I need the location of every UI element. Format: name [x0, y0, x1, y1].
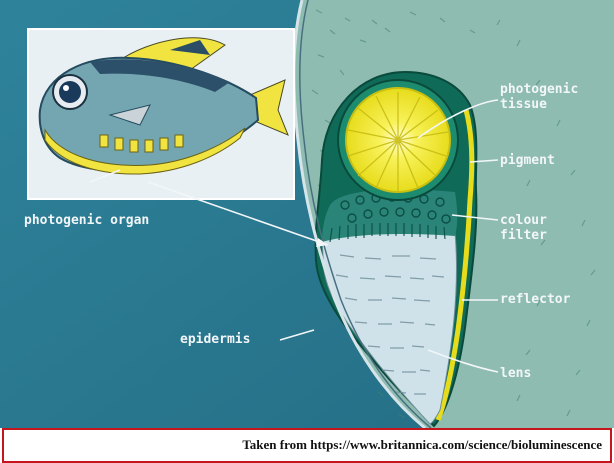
label-pigment: pigment: [500, 153, 555, 168]
label-photogenic-organ: photogenic organ: [24, 213, 149, 228]
label-photogenic-tissue: photogenic tissue: [500, 82, 578, 112]
source-caption: Taken from https://www.britannica.com/sc…: [242, 437, 602, 453]
label-epidermis: epidermis: [180, 332, 250, 347]
label-colour-filter: colour filter: [500, 213, 547, 243]
caption-box: Taken from https://www.britannica.com/sc…: [2, 428, 612, 463]
label-lens: lens: [500, 366, 531, 381]
label-reflector: reflector: [500, 292, 570, 307]
